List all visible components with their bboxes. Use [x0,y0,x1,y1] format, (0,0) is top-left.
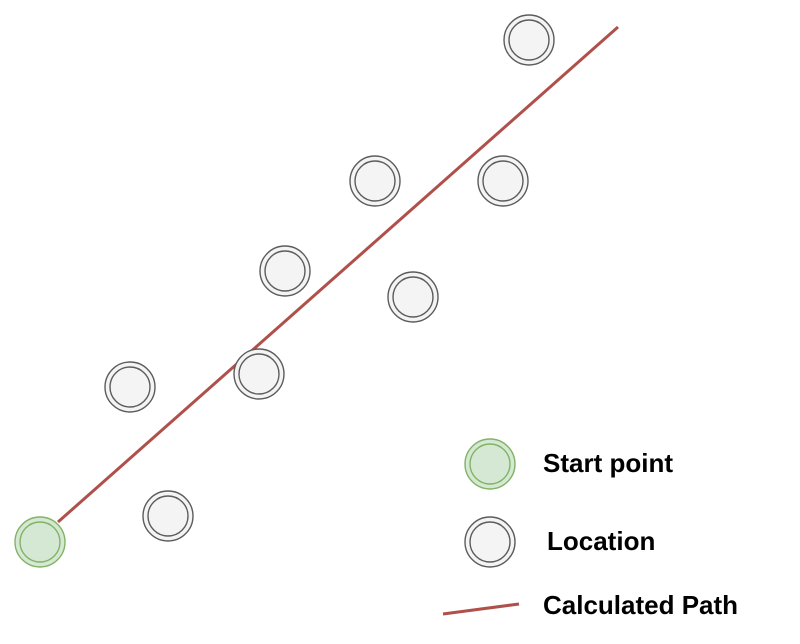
location-node [349,155,401,207]
start-point-layer [14,516,66,568]
location-node [104,361,156,413]
calculated-path-line [57,25,619,524]
location-node [477,155,529,207]
locations-layer [104,14,555,542]
legend-location-circle [464,516,516,568]
location-node [142,490,194,542]
legend-start-point-circle [464,438,516,490]
legend-location-icon [464,516,516,568]
location-node [503,14,555,66]
location-node [259,245,311,297]
legend-calculated-path-label: Calculated Path [543,590,739,620]
legend-start-point-label: Start point [543,448,673,478]
start-point-node [14,516,66,568]
location-node [233,348,285,400]
location-node [387,271,439,323]
legend-path-icon [442,602,520,616]
legend-location-label: Location [547,526,656,556]
legend-start-point-icon [464,438,516,490]
